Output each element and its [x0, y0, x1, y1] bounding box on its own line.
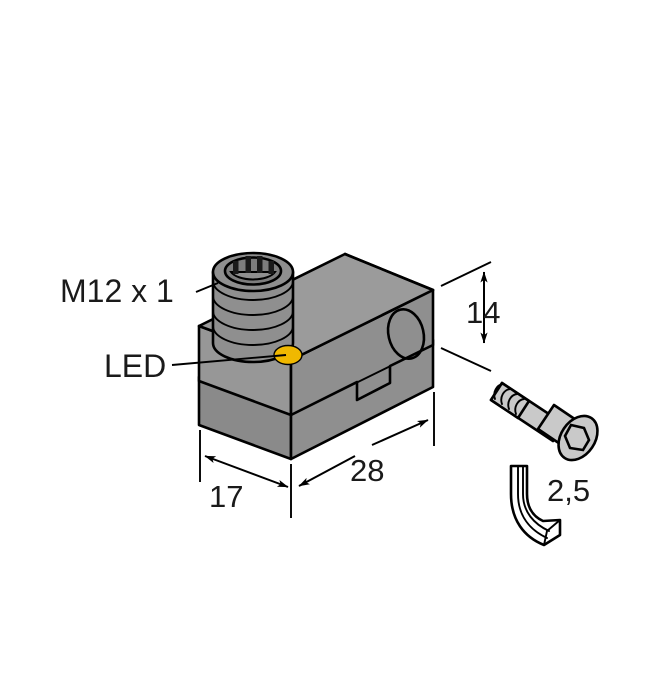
led-callout-label: LED [104, 348, 166, 384]
width-dimension-label: 17 [209, 479, 243, 514]
connector-pin-1 [233, 261, 239, 274]
thread-callout-label: M12 x 1 [60, 273, 174, 309]
body-back-top-ridge [343, 252, 435, 292]
connector-pin-4 [268, 261, 274, 274]
hex-key-facet-1 [517, 465, 548, 539]
hex-key-facet-2 [522, 465, 550, 532]
screw-thread-ring-1 [493, 383, 504, 400]
width-dimension: 17 [199, 430, 292, 518]
connector-thread-ring-4 [212, 325, 294, 346]
mounting-hole [386, 308, 426, 360]
hexkey-size-label: 2,5 [547, 473, 590, 508]
width-dim-line [204, 455, 289, 488]
height-dimension-label: 14 [466, 295, 500, 330]
screw-thread-ring-2 [500, 388, 511, 405]
led-callout: LED [104, 348, 287, 384]
length-dim-line-left [298, 455, 356, 487]
led-indicator [273, 344, 303, 366]
connector-pin-2 [245, 256, 251, 273]
thread-callout: M12 x 1 [60, 273, 219, 309]
hex-key: 2,5 [509, 464, 590, 547]
socket-screw [489, 381, 599, 462]
height-ext-line-bottom [440, 347, 492, 372]
body-left-crease [198, 380, 292, 416]
height-dimension: 14 [440, 261, 500, 372]
screw-thread-ring-3 [507, 393, 518, 410]
length-dim-line-right [371, 419, 429, 446]
length-dimension: 28 [298, 392, 435, 488]
connector-pin-3 [257, 256, 263, 273]
led-callout-leader [171, 354, 287, 366]
connector-thread-ring-3 [212, 310, 294, 331]
m12-connector [211, 251, 295, 364]
height-ext-line-top [440, 261, 492, 287]
length-dimension-label: 28 [350, 453, 384, 488]
hex-key-tip-edge [543, 519, 561, 546]
thread-callout-leader [195, 282, 219, 293]
body-front-crease [290, 344, 434, 416]
connector-thread-ring-2 [212, 295, 294, 316]
screw-thread-ring-4 [514, 398, 525, 415]
screw-hex-socket [563, 423, 591, 452]
connector-thread-ring-1 [212, 280, 294, 301]
